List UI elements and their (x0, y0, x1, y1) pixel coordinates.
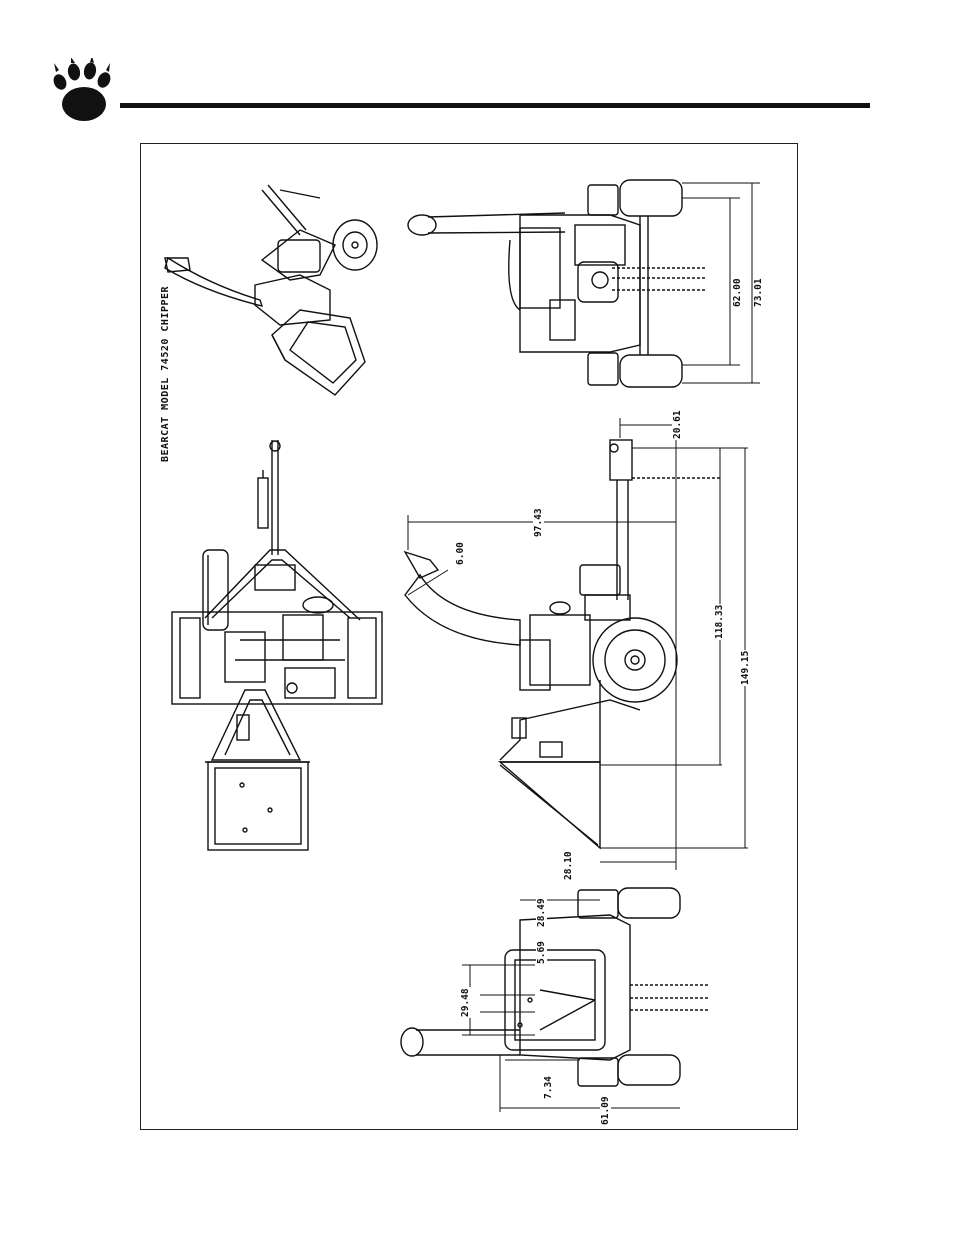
side-view (403, 418, 748, 870)
dimension-97-43: 97.43 (533, 507, 544, 538)
dimension-62-00: 62.00 (732, 277, 743, 308)
bear-paw-logo-icon (53, 58, 111, 121)
dimension-149-15: 149.15 (740, 649, 751, 686)
dimension-7-34: 7.34 (543, 1075, 554, 1100)
dimension-20-61: 20.61 (672, 409, 683, 440)
dimension-61-09: 61.09 (600, 1095, 611, 1126)
dimension-73-01: 73.01 (753, 277, 764, 308)
dimension-28-49: 28.49 (536, 897, 547, 928)
dimension-6-00: 6.00 (455, 541, 466, 566)
dimension-29-48: 29.48 (460, 987, 471, 1018)
dimension-28-10: 28.10 (563, 850, 574, 881)
drawing-title: BEARCAT MODEL 74520 CHIPPER (160, 285, 171, 462)
front-view (407, 179, 760, 388)
dimension-118-33: 118.33 (714, 603, 725, 640)
drawing-frame (140, 143, 798, 1130)
dimension-5-69: 5.69 (536, 940, 547, 965)
perspective-view (164, 184, 378, 396)
header-rule (120, 103, 870, 108)
plan-view-top (171, 440, 383, 851)
rear-view (400, 887, 708, 1112)
